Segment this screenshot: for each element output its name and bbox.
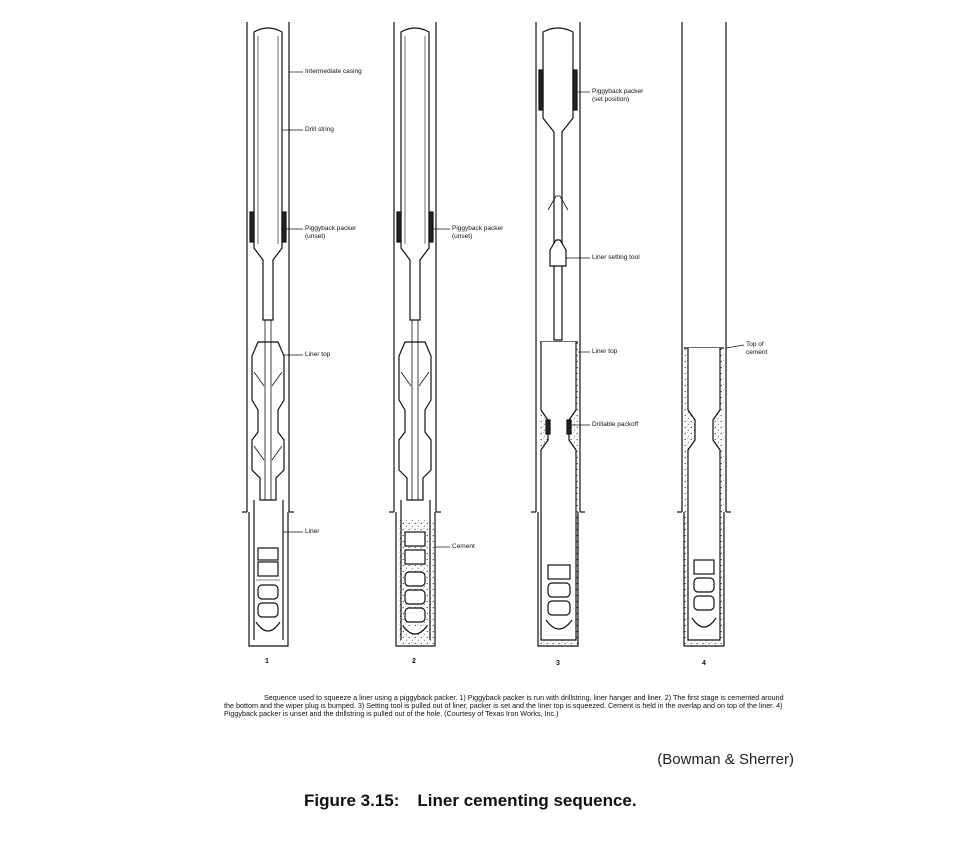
panel-4 xyxy=(677,22,731,647)
label-top-of-cement-1: Top of xyxy=(746,341,764,348)
panel-number-2: 2 xyxy=(412,658,416,665)
drill-string xyxy=(542,27,574,341)
label-liner-top-1: Liner top xyxy=(305,351,331,358)
figure-credit: (Bowman & Sherrer) xyxy=(657,751,794,768)
panel-number-3: 3 xyxy=(556,660,560,667)
leader-lines xyxy=(282,71,745,548)
label-liner-setting-tool: Liner setting tool xyxy=(592,254,640,261)
figure-title-text: Liner cementing sequence. xyxy=(417,791,637,810)
label-piggyback-unset-2: (unset) xyxy=(452,233,473,240)
label-liner-top-3: Liner top xyxy=(592,348,618,355)
label-piggyback-packer-3: Piggyback packer xyxy=(592,88,644,95)
label-drill-string: Drill string xyxy=(305,126,334,133)
label-cement: Cement xyxy=(452,543,475,550)
piggyback-packer xyxy=(538,69,544,111)
panel-1 xyxy=(242,22,294,647)
figure-number: Figure 3.15: xyxy=(304,791,400,810)
label-piggyback-packer-2: Piggyback packer xyxy=(452,225,504,232)
drill-string xyxy=(253,27,283,321)
panel-3 xyxy=(531,22,585,647)
piggyback-packer xyxy=(396,211,402,243)
label-piggyback-unset-1: (unset) xyxy=(305,233,326,240)
figure-caption: Sequence used to squeeze a liner using a… xyxy=(224,693,784,719)
figure-title: Figure 3.15: Liner cementing sequence. xyxy=(304,791,637,811)
label-piggyback-set-position: (set position) xyxy=(592,96,630,103)
open-hole xyxy=(248,512,289,647)
label-top-of-cement-2: cement xyxy=(746,349,768,356)
panel-2 xyxy=(389,22,441,647)
liner-top xyxy=(251,341,285,501)
piggyback-packer xyxy=(249,211,255,243)
drill-string xyxy=(400,27,430,321)
label-piggyback-packer-1: Piggyback packer xyxy=(305,225,357,232)
panel-number-1: 1 xyxy=(265,658,269,665)
panel-number-4: 4 xyxy=(702,660,706,667)
label-drillable-packoff: Drillable packoff xyxy=(592,421,639,428)
label-intermediate-casing: Intermediate casing xyxy=(305,68,362,75)
label-liner: Liner xyxy=(305,528,320,535)
